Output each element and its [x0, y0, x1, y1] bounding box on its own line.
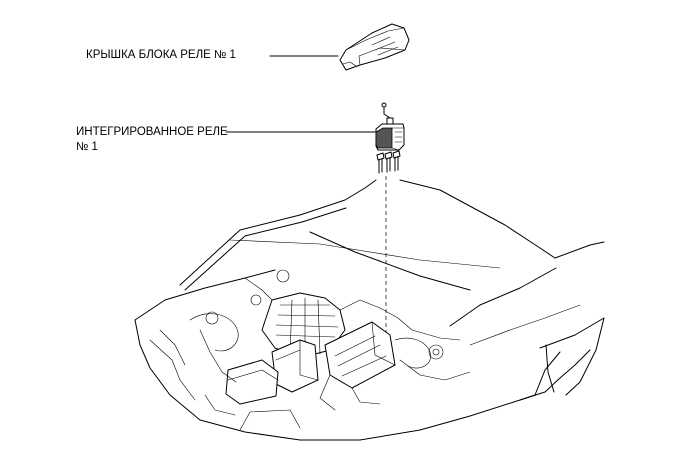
relay-connector-icon [381, 102, 394, 125]
integrated-relay-icon [375, 123, 405, 151]
relay-block-cover-icon [339, 23, 410, 71]
integrated-relay-number-label: № 1 [76, 141, 98, 153]
relay-terminal-pins-icon [376, 150, 401, 174]
car-engine-bay-icon [134, 179, 605, 441]
integrated-relay-label: ИНТЕГРИРОВАННОЕ РЕЛЕ [76, 126, 228, 138]
relay-block-cover-label: КРЫШКА БЛОКА РЕЛЕ № 1 [86, 49, 236, 61]
